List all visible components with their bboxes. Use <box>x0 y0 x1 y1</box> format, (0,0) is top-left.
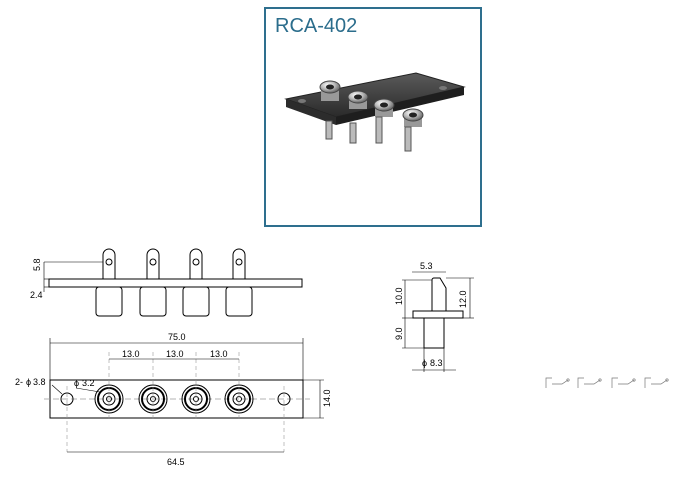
model-title: RCA-402 <box>275 15 358 37</box>
dim-mount-hole-count: 2- <box>15 377 23 387</box>
dim-barrel-length: 9.0 <box>394 327 404 340</box>
phi-symbol-3: ϕ <box>422 358 427 368</box>
dim-hole-spacing: 64.5 <box>167 457 185 467</box>
render-jack-4 <box>402 108 424 152</box>
render-plate-edge <box>336 87 464 125</box>
side-view <box>402 271 474 372</box>
dim-plate-thickness: 2.4 <box>30 290 43 300</box>
dim-terminal-height-b: 12.0 <box>458 290 468 308</box>
schematic-symbol-1 <box>545 377 570 388</box>
top-view <box>43 248 303 317</box>
phi-symbol-2: ϕ <box>74 378 79 388</box>
schematic-symbol-4 <box>644 377 669 388</box>
dim-terminal-width: 5.3 <box>420 261 433 271</box>
top-view-jack-3 <box>182 248 210 317</box>
side-view-barrel <box>423 317 445 349</box>
top-view-jack-2 <box>139 248 167 317</box>
phi-symbol-1: ϕ <box>26 377 31 387</box>
render-jack-2 <box>347 90 369 144</box>
dim-overall-length: 75.0 <box>168 332 186 342</box>
front-view <box>44 338 324 453</box>
dim-jack-hole-dia: 3.2 <box>82 378 95 388</box>
top-view-plate <box>48 278 303 288</box>
render-jack-1 <box>319 80 341 140</box>
render-mount-hole-left <box>298 99 306 103</box>
schematic-symbols <box>545 377 669 388</box>
dim-plate-height: 14.0 <box>322 389 332 407</box>
render-jack-3 <box>373 98 395 144</box>
schematic-symbol-3 <box>611 377 636 388</box>
top-view-jack-1 <box>95 248 123 317</box>
dim-mount-hole-dia: 3.8 <box>33 377 46 387</box>
dim-pitch-2: 13.0 <box>166 349 184 359</box>
side-view-plate <box>412 310 464 319</box>
dim-pitch-1: 13.0 <box>122 349 140 359</box>
dim-pitch-3: 13.0 <box>210 349 228 359</box>
schematic-symbol-2 <box>577 377 602 388</box>
side-view-terminal <box>431 277 447 311</box>
top-view-jack-4 <box>225 248 253 317</box>
dim-pin-height: 5.8 <box>32 258 42 271</box>
product-render <box>284 72 466 152</box>
render-plate-side <box>286 99 336 125</box>
render-mount-hole-right <box>439 86 447 90</box>
product-frame: RCA-402 <box>264 7 482 227</box>
dim-barrel-dia: 8.3 <box>430 358 443 368</box>
dim-terminal-height-a: 10.0 <box>394 287 404 305</box>
